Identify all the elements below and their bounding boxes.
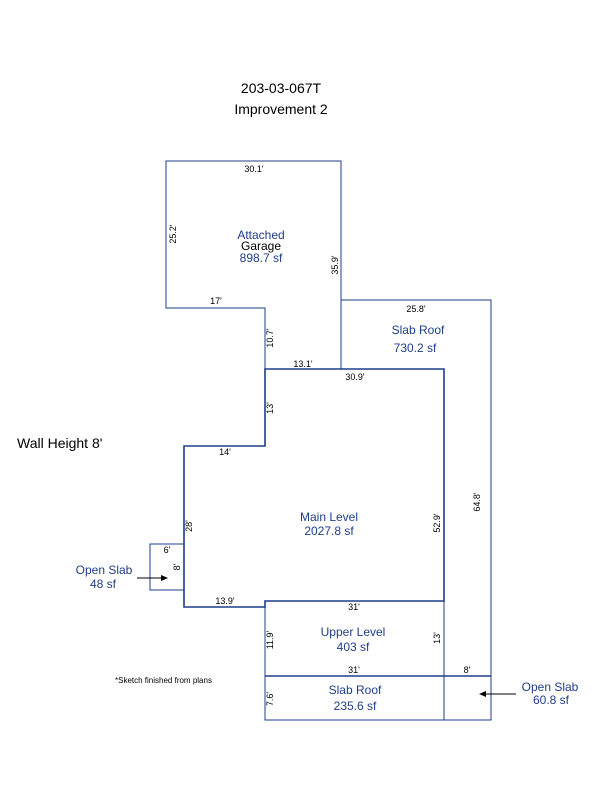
open-slab-left-outline <box>149 543 185 591</box>
open-slab-right-arrow-icon <box>479 691 516 697</box>
garage-outline <box>165 160 342 370</box>
dim-garage-top: 30.1' <box>244 164 264 174</box>
slab-roof-upper-area: 730.2 sf <box>394 341 437 355</box>
dim-garage-bottom: 17' <box>210 296 222 306</box>
garage-area: 898.7 sf <box>240 251 283 265</box>
dim-lower-slab-top: 31' <box>348 665 360 675</box>
open-slab-left-area: 48 sf <box>90 577 117 591</box>
improvement-label: Improvement 2 <box>234 101 328 117</box>
main-level-label: Main Level <box>300 510 358 524</box>
open-slab-left-arrow-icon <box>137 575 168 581</box>
dim-lower-slab-left: 7.6' <box>265 692 275 707</box>
upper-level-label: Upper Level <box>321 625 386 639</box>
dim-step-horizontal: 13.1' <box>293 359 313 369</box>
dim-step-vertical-upper: 10.7' <box>265 328 275 348</box>
wall-height-label: Wall Height 8' <box>17 435 102 451</box>
dim-main-bottom-left: 13.9' <box>215 596 235 606</box>
dim-main-step-left: 14' <box>219 447 231 457</box>
dim-upper-left: 11.9' <box>265 630 275 649</box>
open-slab-right-area: 60.8 sf <box>533 693 570 707</box>
dim-upper-right: 13' <box>432 632 442 644</box>
dim-garage-right: 35.9' <box>330 255 340 275</box>
upper-level-area: 403 sf <box>337 640 370 654</box>
main-level-outline <box>183 368 445 608</box>
dim-main-left: 28' <box>184 520 194 532</box>
dim-slab-roof-top: 25.8' <box>406 304 426 314</box>
dim-open-slab-side: 8' <box>172 563 182 570</box>
garage-label-line1: Attached <box>237 228 284 242</box>
slab-roof-upper-label: Slab Roof <box>392 323 445 337</box>
dim-main-right: 52.9' <box>432 513 442 533</box>
dim-upper-top: 31' <box>348 602 360 612</box>
open-slab-left-label: Open Slab <box>76 563 133 577</box>
slab-roof-upper-outline <box>340 299 492 721</box>
parcel-id: 203-03-067T <box>241 80 322 96</box>
slab-roof-lower-area: 235.6 sf <box>334 699 377 713</box>
garage-label-line2: Garage <box>241 239 281 253</box>
sketch-note: *Sketch finished from plans <box>115 676 212 685</box>
dim-slab-roof-right: 64.8' <box>472 492 482 512</box>
dim-open-slab-top: 6' <box>164 545 171 555</box>
dim-main-top: 30.9' <box>345 372 365 382</box>
slab-roof-lower-label: Slab Roof <box>329 683 382 697</box>
open-slab-right-label: Open Slab <box>522 680 579 694</box>
dim-step-vertical-lower: 13' <box>265 402 275 414</box>
dim-garage-left: 25.2' <box>168 224 178 244</box>
dim-lower-slab-extra: 8' <box>464 665 471 675</box>
main-level-area: 2027.8 sf <box>304 524 354 538</box>
